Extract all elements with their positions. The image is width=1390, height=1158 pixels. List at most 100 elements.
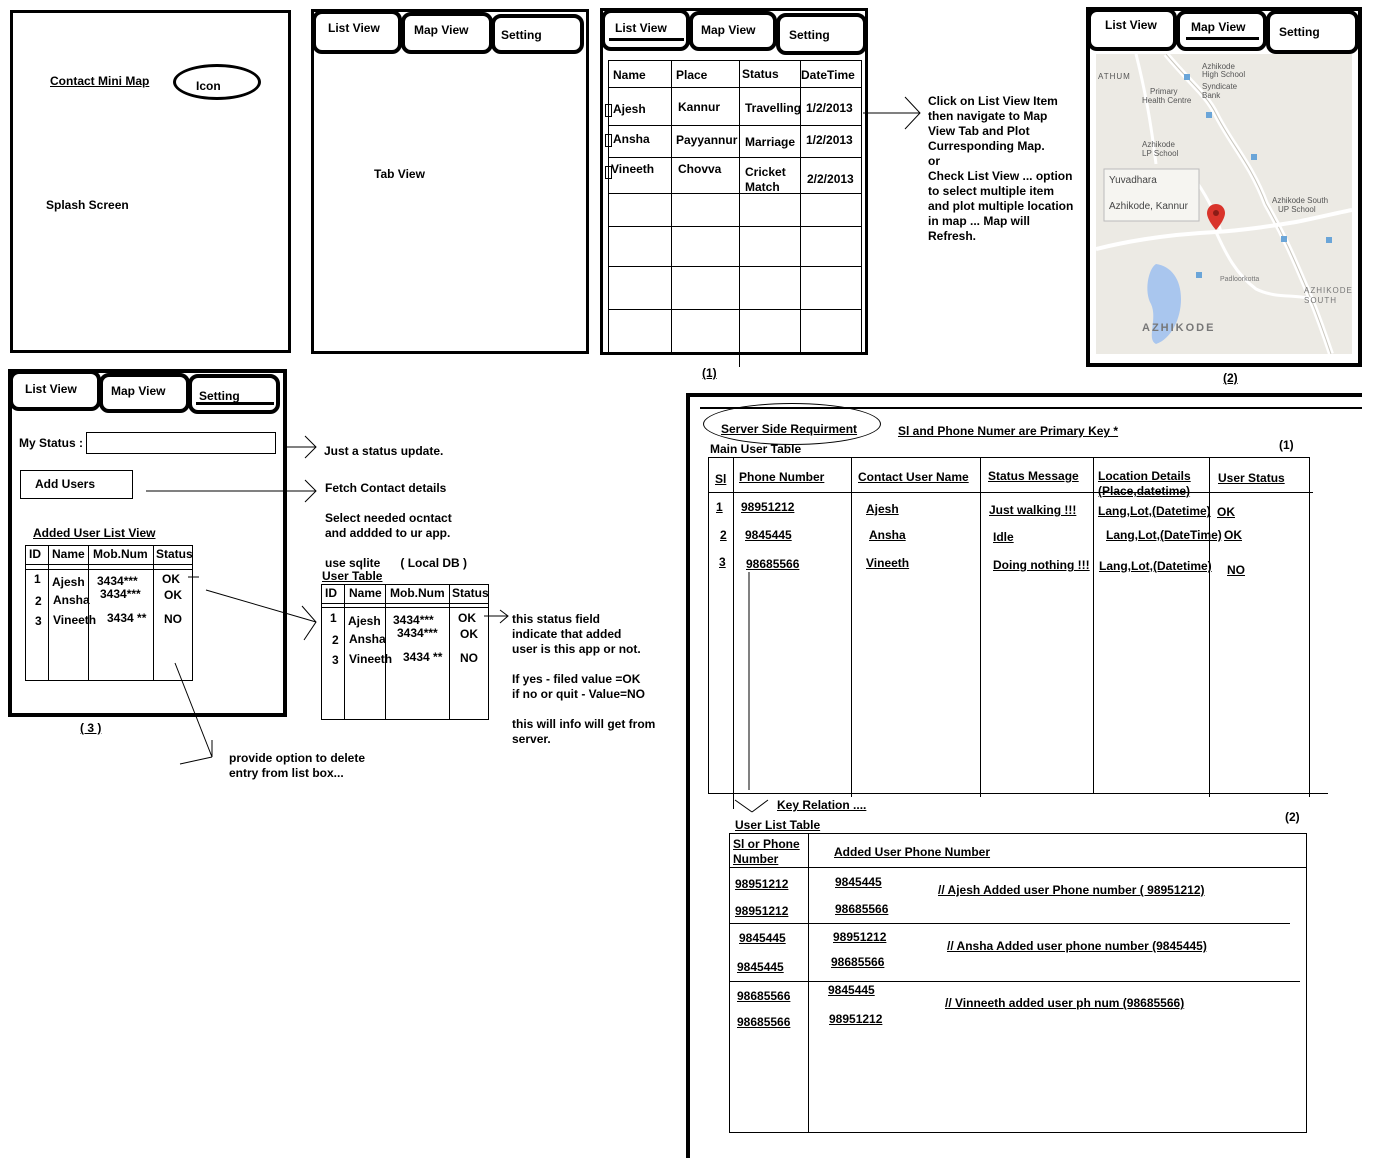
active-tab-underline	[1186, 37, 1259, 40]
lv-row-status[interactable]: Marriage	[745, 135, 796, 149]
list-row-status[interactable]: NO	[164, 612, 182, 626]
main-row-msg: Idle	[993, 530, 1014, 544]
app-icon-label: Icon	[196, 79, 221, 93]
user-list-table-title: User List Table	[735, 818, 821, 832]
main-row-msg: Just walking !!!	[989, 503, 1077, 517]
main-row-phone: 9845445	[745, 528, 792, 542]
main-col-msg: Status Message	[988, 469, 1079, 483]
row-checkbox[interactable]	[605, 104, 612, 117]
list-row-id[interactable]: 3	[35, 614, 42, 628]
list-row-mob[interactable]: 3434 **	[107, 611, 147, 625]
tab-setting[interactable]	[188, 374, 280, 414]
row-checkbox[interactable]	[605, 166, 612, 179]
map-label: Health Centre	[1142, 96, 1192, 105]
local-row-mob: 3434***	[397, 626, 438, 640]
user-row-a: 98951212	[735, 904, 789, 918]
local-row-id: 1	[330, 611, 337, 625]
tab-map-view[interactable]	[99, 373, 190, 413]
list-row-name[interactable]: Vineeth	[53, 613, 97, 627]
server-title-ellipse	[703, 403, 881, 445]
local-row-id: 3	[332, 653, 339, 667]
tab-setting[interactable]	[776, 13, 867, 55]
tab-map-view[interactable]	[689, 11, 777, 51]
tab-list-view[interactable]	[1087, 8, 1177, 51]
list-view-caption: (1)	[702, 366, 717, 380]
list-row-mob[interactable]: 3434***	[100, 587, 141, 601]
primary-key-note: Sl and Phone Numer are Primary Key *	[898, 424, 1119, 438]
local-row-id: 2	[332, 633, 339, 647]
map-label: Bank	[1202, 91, 1221, 100]
map-label: LP School	[1142, 149, 1179, 158]
list-row-id[interactable]: 2	[35, 594, 42, 608]
map-canvas[interactable]: ATHUM Azhikode High School Syndicate Ban…	[1096, 54, 1352, 354]
tab-list-view[interactable]	[601, 9, 690, 51]
main-row-sl: 1	[716, 500, 723, 514]
lv-row-name[interactable]: Vineeth	[611, 162, 655, 176]
main-col-sl: Sl	[715, 472, 727, 486]
local-col-status: Status	[452, 586, 489, 600]
map-label: UP School	[1278, 205, 1316, 214]
lv-row-name[interactable]: Ansha	[613, 132, 650, 146]
tab-map-view-label: Map View	[414, 23, 469, 37]
user-row-b: 9845445	[828, 983, 875, 997]
added-user-list-title: Added User List View	[33, 526, 156, 540]
tab-map-view[interactable]	[1176, 10, 1267, 51]
user-row-b: 98951212	[833, 930, 887, 944]
tab-setting-label: Setting	[789, 28, 830, 42]
sqlite-note: use sqlite ( Local DB )	[325, 556, 468, 570]
map-label: Azhikode South	[1272, 196, 1329, 205]
app-name: Contact Mini Map	[50, 74, 150, 88]
user-row-a: 98951212	[735, 877, 789, 891]
relation-comment: // Vinneeth added user ph num (98685566)	[945, 996, 1185, 1010]
local-row-status: NO	[460, 651, 478, 665]
lv-row-date[interactable]: 1/2/2013	[806, 133, 853, 147]
server-title: Server Side Requirment	[721, 422, 858, 436]
tab-setting[interactable]	[1266, 10, 1359, 54]
add-users-button[interactable]	[20, 470, 133, 499]
tab-list-view[interactable]	[312, 10, 402, 54]
local-col-name: Name	[349, 586, 382, 600]
tab-view-label: Tab View	[374, 167, 425, 181]
map-label: SOUTH	[1304, 296, 1337, 305]
lv-row-status[interactable]: Cricket Match	[745, 165, 786, 194]
main-row-name: Vineeth	[866, 556, 910, 570]
list-row-status[interactable]: OK	[164, 588, 182, 602]
list-row-mob[interactable]: 3434***	[97, 574, 138, 588]
row-checkbox[interactable]	[605, 134, 612, 147]
lv-row-place[interactable]: Chovva	[678, 162, 722, 176]
tab-map-view[interactable]	[401, 12, 493, 54]
list-row-name[interactable]: Ansha	[53, 593, 90, 607]
list-row-status[interactable]: OK	[162, 572, 180, 586]
lv-row-date[interactable]: 1/2/2013	[806, 101, 853, 115]
added-user-list[interactable]	[25, 545, 193, 681]
map-label: Primary	[1150, 87, 1178, 96]
splash-screen-frame	[10, 10, 291, 353]
map-view-frame	[1086, 7, 1362, 367]
list-row-id[interactable]: 1	[34, 572, 41, 586]
server-border-left	[686, 393, 690, 1158]
lv-row-status[interactable]: Travelling	[745, 101, 802, 115]
tab-setting-label: Setting	[501, 28, 542, 42]
my-status-label: My Status :	[19, 436, 84, 450]
app-icon[interactable]	[173, 64, 261, 100]
list-row-name[interactable]: Ajesh	[52, 575, 85, 589]
tab-list-view-label: List View	[615, 21, 667, 35]
lv-row-name[interactable]: Ajesh	[613, 102, 646, 116]
local-col-id: ID	[325, 586, 337, 600]
tab-setting[interactable]	[491, 14, 584, 54]
my-status-input[interactable]	[86, 432, 276, 454]
lv-row-place[interactable]: Payyannur	[676, 133, 738, 147]
user-row-b: 98951212	[829, 1012, 883, 1026]
tab-list-view-label: List View	[1105, 18, 1157, 32]
map-label: Azhikode	[1142, 140, 1175, 149]
map-label: Padloorkotta	[1220, 276, 1260, 283]
lv-row-date[interactable]: 2/2/2013	[807, 172, 854, 186]
main-row-name: Ansha	[869, 528, 906, 542]
status-note: Just a status update.	[324, 444, 444, 458]
main-row-name: Ajesh	[866, 502, 899, 516]
map-view-caption: (2)	[1223, 371, 1238, 385]
lv-row-place[interactable]: Kannur	[678, 100, 720, 114]
